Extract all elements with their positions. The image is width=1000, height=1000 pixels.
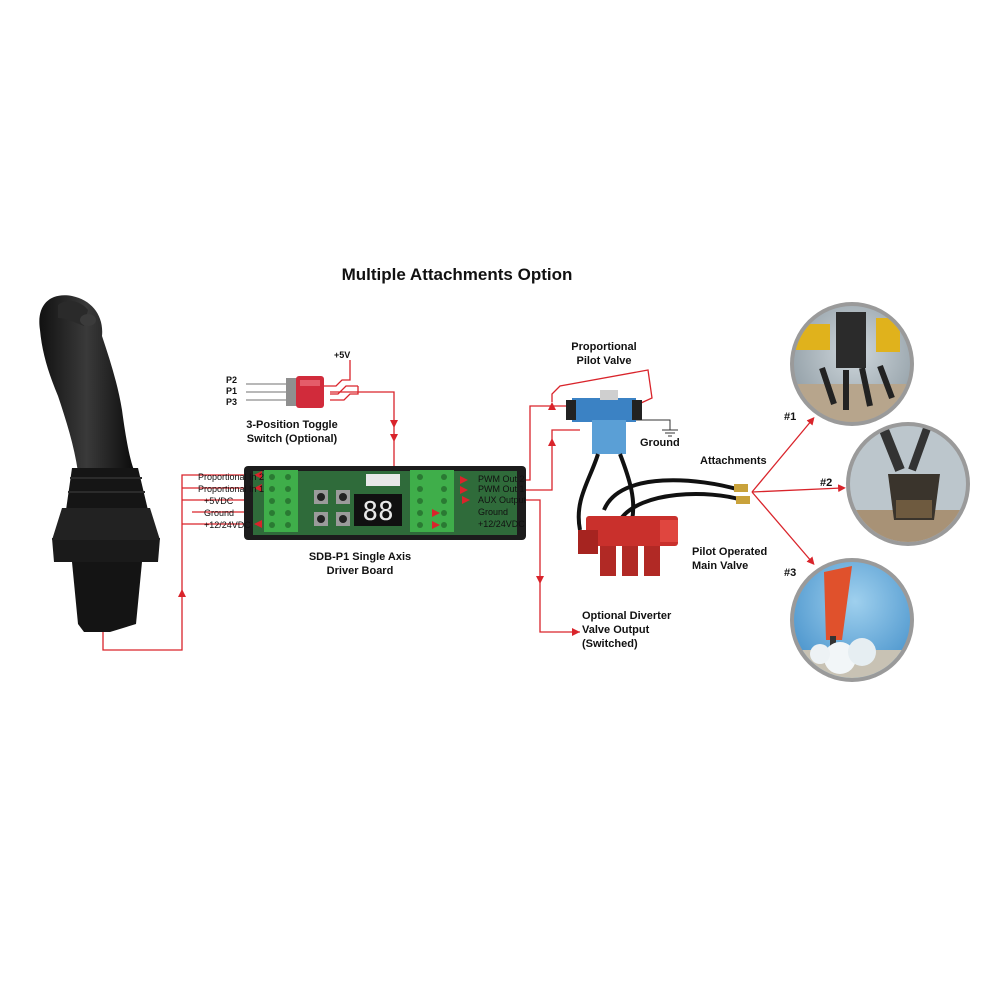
pilot-valve-ground-label: Ground: [640, 437, 680, 449]
pin-right-pwm-out-1: PWM Out 1: [478, 484, 525, 494]
board-caption-line2: Driver Board: [327, 565, 394, 577]
pin-left-12-24vdc: +12/24VDC: [204, 520, 251, 530]
board-connector: [366, 474, 400, 486]
driver-board: 88 Proportional In 2 Proportional In 1 +…: [198, 466, 527, 577]
attachment-3-image: [790, 556, 920, 690]
toggle-caption-line2: Switch (Optional): [247, 433, 338, 445]
attachment-1-image: [790, 300, 920, 434]
toggle-switch: P2 P1 P3 +5V 3-Position Toggle Switch (O…: [226, 350, 350, 445]
attachment-2-image: [846, 420, 976, 550]
main-valve-caption-line2: Main Valve: [692, 560, 748, 572]
pilot-valve-caption-line1: Proportional: [571, 341, 636, 353]
pilot-valve-caption-line2: Pilot Valve: [576, 355, 631, 367]
attachments: Attachments #1 #2 #3: [700, 300, 976, 690]
toggle-supply-label: +5V: [334, 350, 350, 360]
pin-right-ground: Ground: [478, 507, 508, 517]
main-valve-caption-line1: Pilot Operated: [692, 546, 767, 558]
pin-left-proportional-in-2: Proportional In 2: [198, 472, 264, 482]
page-title: Multiple Attachments Option: [342, 265, 573, 284]
pin-left-5vdc: +5VDC: [204, 496, 234, 506]
pin-left-ground: Ground: [204, 508, 234, 518]
diverter-output: Optional Diverter Valve Output (Switched…: [582, 610, 672, 650]
attachment-3-label: #3: [784, 567, 796, 579]
diverter-caption-line1: Optional Diverter: [582, 610, 672, 622]
pilot-valve: Proportional Pilot Valve Ground: [566, 341, 680, 454]
left-terminal-block: [264, 470, 298, 532]
diverter-caption-line2: Valve Output: [582, 624, 650, 636]
diverter-caption-line3: (Switched): [582, 638, 638, 650]
pin-right-12-24vdc: +12/24VDC: [478, 519, 525, 529]
attachment-2-label: #2: [820, 477, 832, 489]
toggle-position-p2: P2: [226, 375, 237, 385]
toggle-caption-line1: 3-Position Toggle: [246, 419, 337, 431]
pin-right-pwm-out-2: PWM Out 2: [478, 474, 525, 484]
board-caption-line1: SDB-P1 Single Axis: [309, 551, 411, 563]
main-valve: Pilot Operated Main Valve: [578, 516, 767, 576]
pin-left-proportional-in-1: Proportional In 1: [198, 484, 264, 494]
joystick: [39, 295, 160, 632]
toggle-position-p1: P1: [226, 386, 237, 396]
pin-right-aux-output: AUX Output: [478, 495, 527, 505]
toggle-position-p3: P3: [226, 397, 237, 407]
attachment-1-label: #1: [784, 411, 796, 423]
board-display-value: 88: [362, 497, 393, 527]
attachments-label: Attachments: [700, 455, 767, 467]
